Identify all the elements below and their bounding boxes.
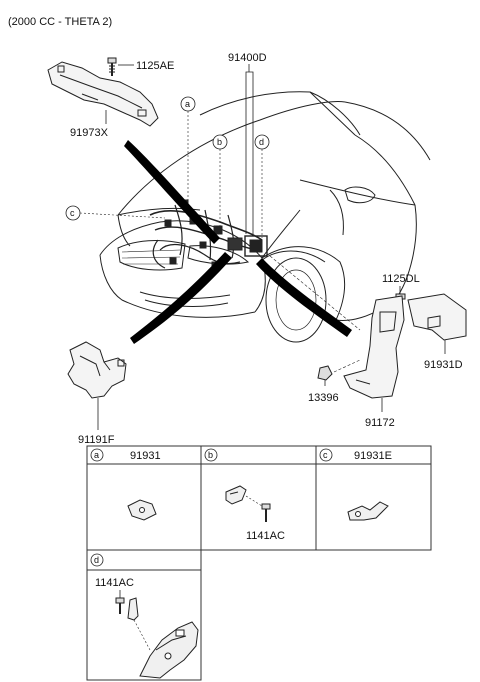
part-91973x-bracket xyxy=(47,61,159,127)
callout-a: a xyxy=(180,96,196,200)
svg-text:c: c xyxy=(70,208,75,218)
part-91172-bracket xyxy=(343,295,405,399)
bracket-91931e-icon xyxy=(347,501,389,521)
bracket-91931-icon xyxy=(127,499,157,521)
callout-c: c xyxy=(65,205,166,221)
label-91172: 91172 xyxy=(365,417,395,429)
harness-bracket-d-icon xyxy=(127,597,199,679)
car-illustration xyxy=(99,91,431,343)
label-91400d: 91400D xyxy=(228,52,267,64)
svg-text:b: b xyxy=(208,450,213,460)
table-cell-a-part: 91931 xyxy=(130,450,161,462)
label-1141ac-d: 1141AC xyxy=(95,577,134,589)
svg-text:a: a xyxy=(94,450,99,460)
bolt-1125ae-icon xyxy=(107,57,117,76)
label-1125dl: 1125DL xyxy=(382,273,420,285)
part-91931d-bracket xyxy=(407,293,467,341)
swoosh-91172 xyxy=(256,258,352,337)
label-1141ac-b: 1141AC xyxy=(246,530,285,542)
swoosh-91973x xyxy=(124,140,220,244)
label-91973x: 91973X xyxy=(70,127,109,139)
table-cell-b: b 1141AC xyxy=(204,448,285,542)
callout-swooshes xyxy=(124,140,352,344)
table-cell-c: c 91931E xyxy=(319,448,392,521)
clip-13396-icon xyxy=(317,365,333,381)
detail-table xyxy=(86,445,432,681)
svg-text:a: a xyxy=(185,99,190,109)
swoosh-91191f xyxy=(130,252,232,344)
callout-d: d xyxy=(254,134,270,238)
clip-bracket-icon xyxy=(225,485,247,505)
svg-text:d: d xyxy=(94,555,99,565)
label-91931d: 91931D xyxy=(424,359,463,371)
label-91191f: 91191F xyxy=(78,434,115,446)
bolt-1141ac-d-icon xyxy=(115,597,125,614)
svg-text:b: b xyxy=(217,137,222,147)
callout-b: b xyxy=(212,134,228,228)
svg-text:c: c xyxy=(323,450,328,460)
leader-91400d xyxy=(245,64,254,236)
bolt-1141ac-icon xyxy=(261,503,271,522)
svg-text:d: d xyxy=(259,137,264,147)
table-cell-c-part: 91931E xyxy=(354,450,392,462)
part-91191f-bracket xyxy=(67,341,127,399)
table-cell-d: d 1141AC xyxy=(90,553,199,679)
label-1125ae: 1125AE xyxy=(136,60,174,72)
diagram-title: (2000 CC - THETA 2) xyxy=(8,16,112,28)
label-13396: 13396 xyxy=(308,392,339,404)
table-cell-a: a 91931 xyxy=(90,448,161,521)
